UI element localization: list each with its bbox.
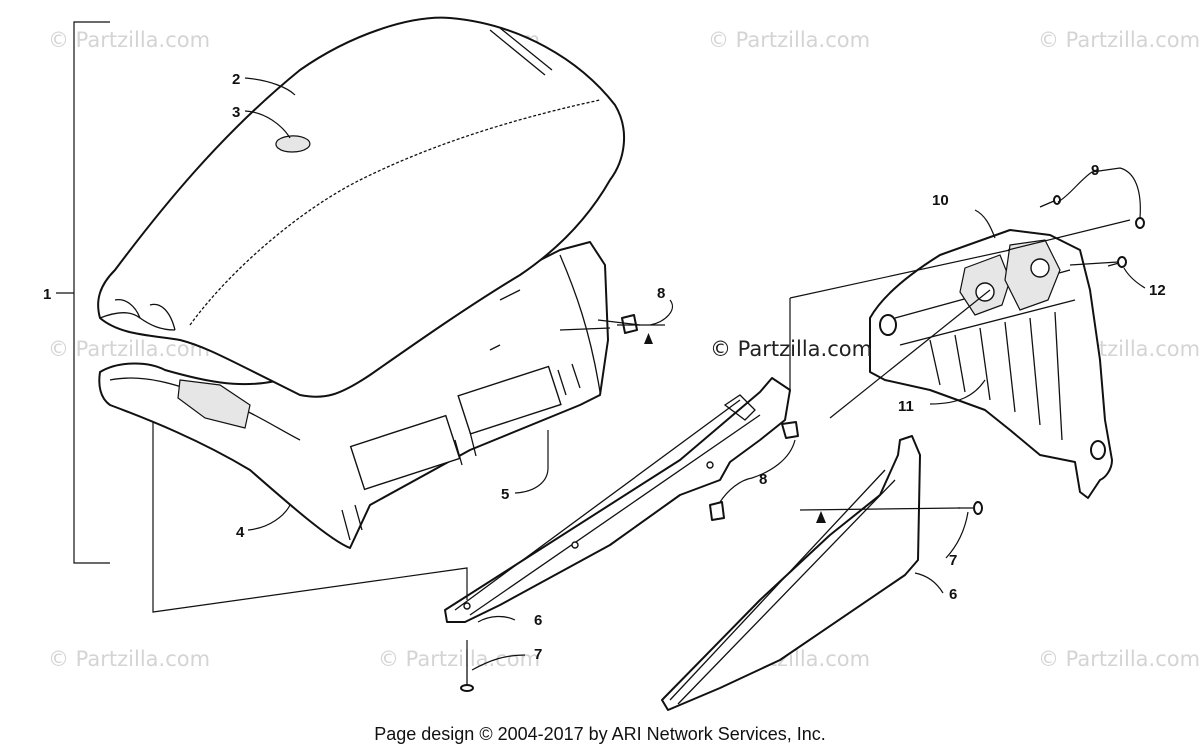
direction-arrows: [644, 333, 826, 523]
screw-part-9-b[interactable]: [1135, 217, 1145, 229]
callout-8-upper[interactable]: 8: [657, 285, 665, 302]
watermark: © Partzilla.com: [48, 647, 210, 671]
side-panel-part-6-right[interactable]: [661, 435, 921, 711]
seat-cushion-part-2[interactable]: [97, 16, 626, 398]
clip-part-8-middle[interactable]: [781, 421, 799, 439]
callout-3[interactable]: 3: [232, 104, 240, 121]
callout-10[interactable]: 10: [932, 192, 949, 209]
leader-lines: [56, 21, 1146, 671]
callout-12[interactable]: 12: [1149, 282, 1166, 299]
watermark: © Partzilla.com: [1038, 28, 1200, 52]
side-rail-part-6-left[interactable]: [444, 377, 791, 623]
watermark-center: © Partzilla.com: [710, 337, 872, 361]
screw-part-12[interactable]: [1117, 256, 1127, 268]
callout-4[interactable]: 4: [236, 524, 245, 541]
clip-part-8-lower[interactable]: [709, 501, 725, 521]
watermark: © Partzilla.com: [708, 28, 870, 52]
watermark: © Partzilla.com: [48, 28, 210, 52]
arrow-up-icon: [644, 333, 653, 344]
callout-6-right[interactable]: 6: [949, 586, 957, 603]
watermark: © Partzilla.com: [378, 647, 540, 671]
callout-2[interactable]: 2: [232, 71, 240, 88]
footer-copyright: Page design © 2004-2017 by ARI Network S…: [374, 724, 826, 744]
callout-8-lower[interactable]: 8: [759, 471, 767, 488]
callout-9[interactable]: 9: [1091, 162, 1099, 179]
screw-part-9-a[interactable]: [1039, 200, 1055, 208]
rivet-part-7-right[interactable]: [973, 501, 983, 515]
seat-base-part-4[interactable]: [98, 241, 609, 549]
callout-11[interactable]: 11: [898, 398, 914, 415]
callout-5[interactable]: 5: [501, 486, 509, 503]
watermark: © Partzilla.com: [1038, 647, 1200, 671]
callout-7-right[interactable]: 7: [949, 552, 957, 569]
rear-bracket-part-11[interactable]: [869, 229, 1113, 499]
arrow-up-icon: [816, 511, 826, 523]
callout-1[interactable]: 1: [43, 286, 51, 303]
callout-6-left[interactable]: 6: [534, 612, 542, 629]
callouts: 1 2 3 4 5 6 6 7 7 8 8 9 10 11 12: [43, 71, 1166, 663]
callout-7-bottom[interactable]: 7: [534, 646, 542, 663]
